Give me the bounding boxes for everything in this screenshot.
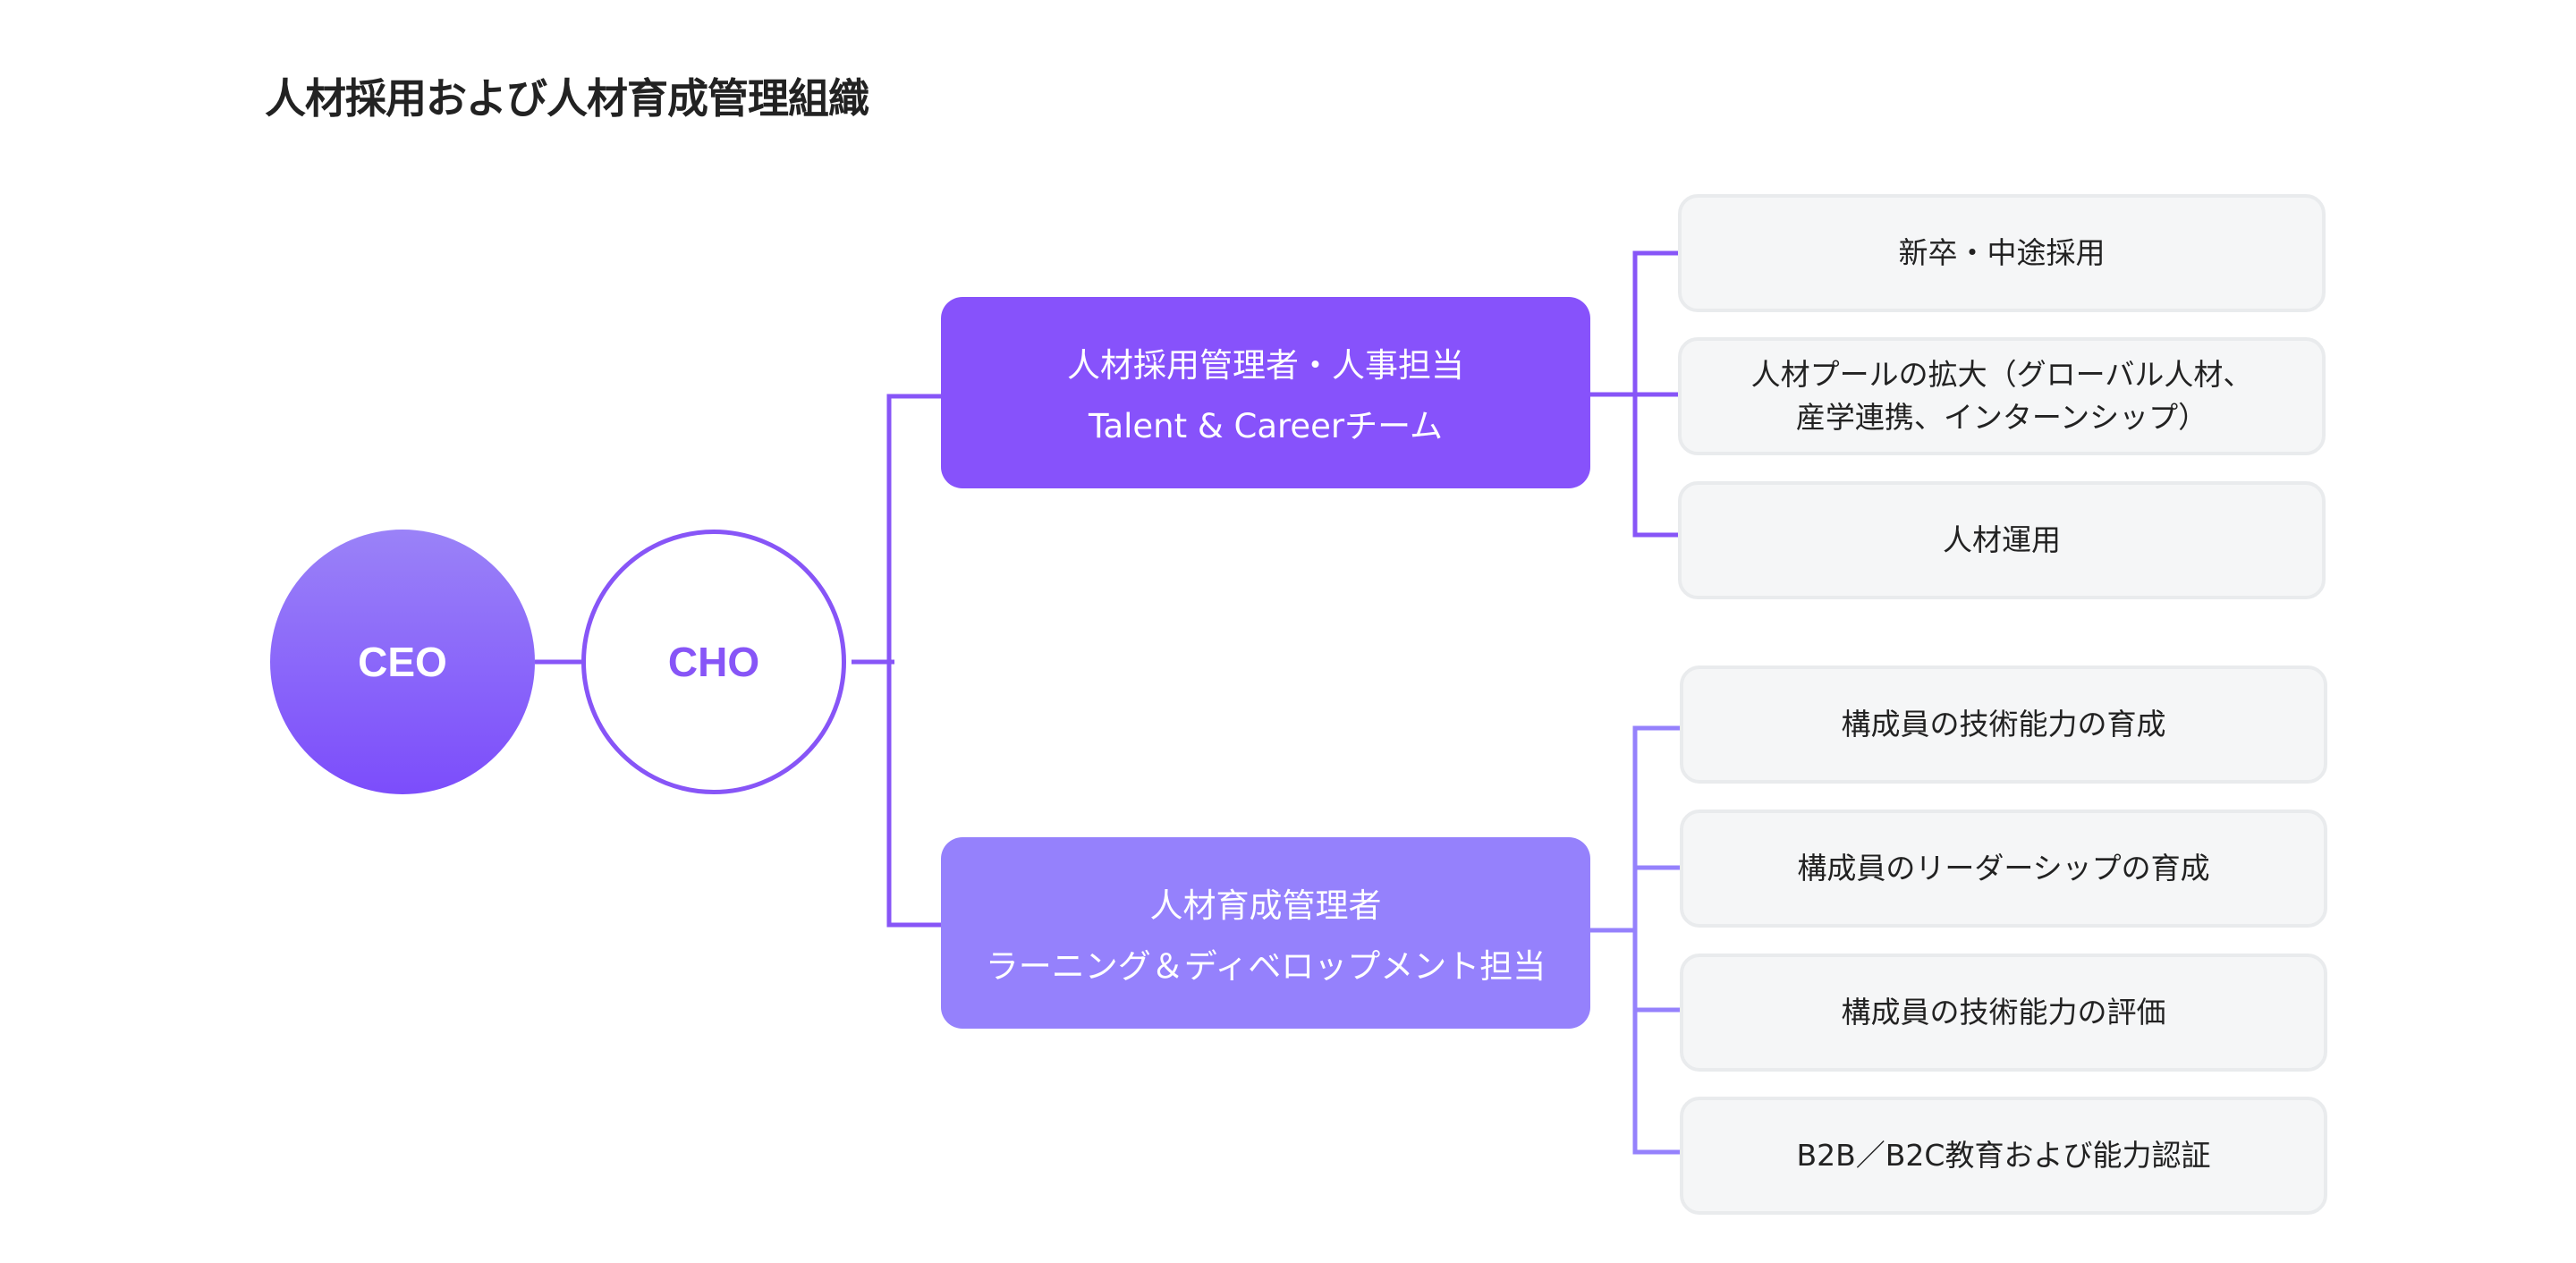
ceo-label: CEO	[358, 639, 447, 685]
development-manager-title: 人材育成管理者	[1149, 886, 1382, 925]
cho-to-recruit-connector	[852, 394, 941, 665]
develop-task-3: 構成員の技術能力の評価	[1680, 954, 2327, 1072]
develop-task-1: 構成員の技術能力の育成	[1680, 665, 2327, 784]
ceo-node: CEO	[270, 530, 535, 794]
recruit-task-2: 人材プールの拡大（グローバル人材、 産学連携、インターンシップ）	[1678, 337, 2326, 455]
develop-task-4-text: B2B／B2C教育および能力認証	[1796, 1138, 2211, 1174]
cho-to-develop-connector	[886, 662, 941, 928]
recruit-task-1-text: 新卒・中途採用	[1898, 235, 2106, 271]
chart-title: 人材採用および人材育成管理組織	[265, 74, 869, 123]
develop-tasks-spine	[1632, 725, 1680, 1155]
develop-task-3-text: 構成員の技術能力の評価	[1841, 995, 2166, 1030]
recruitment-manager-team: Talent & Careerチーム	[1088, 407, 1444, 445]
cho-node: CHO	[581, 530, 846, 794]
develop-task-2: 構成員のリーダーシップの育成	[1680, 810, 2327, 928]
develop-task-1-text: 構成員の技術能力の育成	[1841, 707, 2166, 742]
development-manager-box: 人材育成管理者 ラーニング＆ディベロップメント担当	[941, 837, 1590, 1029]
recruit-task-2-line1: 人材プールの拡大（グローバル人材、	[1750, 357, 2253, 393]
develop-task-2-text: 構成員のリーダーシップの育成	[1797, 851, 2210, 886]
recruit-task-3: 人材運用	[1678, 481, 2326, 599]
recruitment-manager-box: 人材採用管理者・人事担当 Talent & Careerチーム	[941, 297, 1590, 488]
recruit-task-3-text: 人材運用	[1943, 522, 2061, 558]
cho-label: CHO	[667, 639, 760, 685]
develop-task-4: B2B／B2C教育および能力認証	[1680, 1097, 2327, 1215]
recruit-task-2-line2: 産学連携、インターンシップ）	[1795, 400, 2208, 435]
recruit-task-1: 新卒・中途採用	[1678, 194, 2326, 312]
recruitment-manager-title: 人材採用管理者・人事担当	[1067, 346, 1464, 385]
development-manager-team: ラーニング＆ディベロップメント担当	[985, 947, 1546, 986]
